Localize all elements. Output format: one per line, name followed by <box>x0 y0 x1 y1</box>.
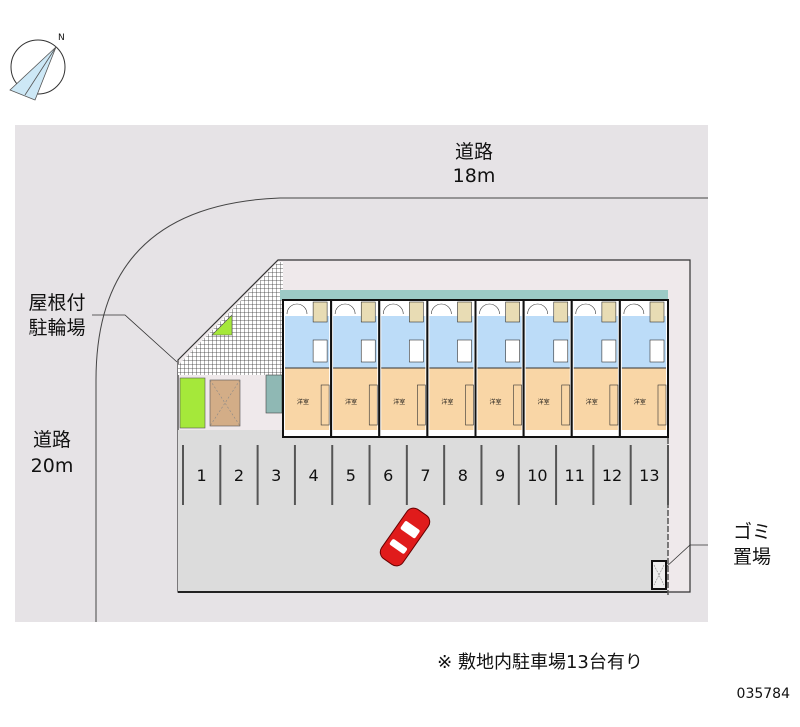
left-road-name: 道路 <box>33 429 71 451</box>
apartment-unit: 洋室 <box>426 299 477 438</box>
property-code: 035784 <box>737 686 791 702</box>
apartment-unit: 洋室 <box>570 299 621 438</box>
parking-area <box>178 430 668 592</box>
unit-room-label: 洋室 <box>297 398 309 406</box>
apartment-unit: 洋室 <box>618 299 669 438</box>
parking-slot-number: 5 <box>346 466 356 485</box>
unit-room-label: 洋室 <box>393 398 405 406</box>
parking-slot-number: 6 <box>383 466 393 485</box>
parking-slot-number: 3 <box>271 466 281 485</box>
green-area <box>179 377 206 429</box>
unit-room-label: 洋室 <box>345 398 357 406</box>
road-edge <box>95 197 708 622</box>
top-road-width: 18m <box>453 165 496 187</box>
parking-slot-number: 2 <box>234 466 244 485</box>
north-compass-icon: N <box>9 33 66 101</box>
apartment-building: 洋室 洋室 洋室 洋室 洋室 洋室 洋室 洋室 <box>282 299 669 438</box>
parking-slot-number: 7 <box>420 466 430 485</box>
apartment-unit: 洋室 <box>282 299 333 438</box>
left-road-width: 20m <box>31 455 74 477</box>
parking-note: ※ 敷地内駐車場13台有り <box>437 652 643 673</box>
apartment-unit: 洋室 <box>474 299 525 438</box>
parking-slot-number: 13 <box>639 466 659 485</box>
parking-slot-number: 9 <box>495 466 505 485</box>
unit-room-label: 洋室 <box>634 398 646 406</box>
unit-room-label: 洋室 <box>586 398 598 406</box>
unit-room-label: 洋室 <box>441 398 453 406</box>
garbage-label-1: ゴミ <box>733 521 771 543</box>
bicycle-label-1: 屋根付 <box>28 292 85 314</box>
bicycle-label-2: 駐輪場 <box>28 317 85 339</box>
parking-slot-number: 12 <box>602 466 622 485</box>
unit-room-label: 洋室 <box>538 398 550 406</box>
parking-slot-number: 10 <box>527 466 547 485</box>
garbage-label-2: 置場 <box>733 546 771 568</box>
car-icon <box>379 507 431 567</box>
parking-slot-number: 4 <box>308 466 318 485</box>
svg-text:N: N <box>58 33 65 43</box>
corridor <box>280 290 668 300</box>
apartment-unit: 洋室 <box>330 299 381 438</box>
apartment-unit: 洋室 <box>378 299 429 438</box>
parking-slot-number: 8 <box>458 466 468 485</box>
unit-room-label: 洋室 <box>490 398 502 406</box>
apartment-unit: 洋室 <box>522 299 573 438</box>
top-road-name: 道路 <box>455 141 493 163</box>
parking-slot-number: 1 <box>197 466 207 485</box>
parking-slot-number: 11 <box>565 466 585 485</box>
